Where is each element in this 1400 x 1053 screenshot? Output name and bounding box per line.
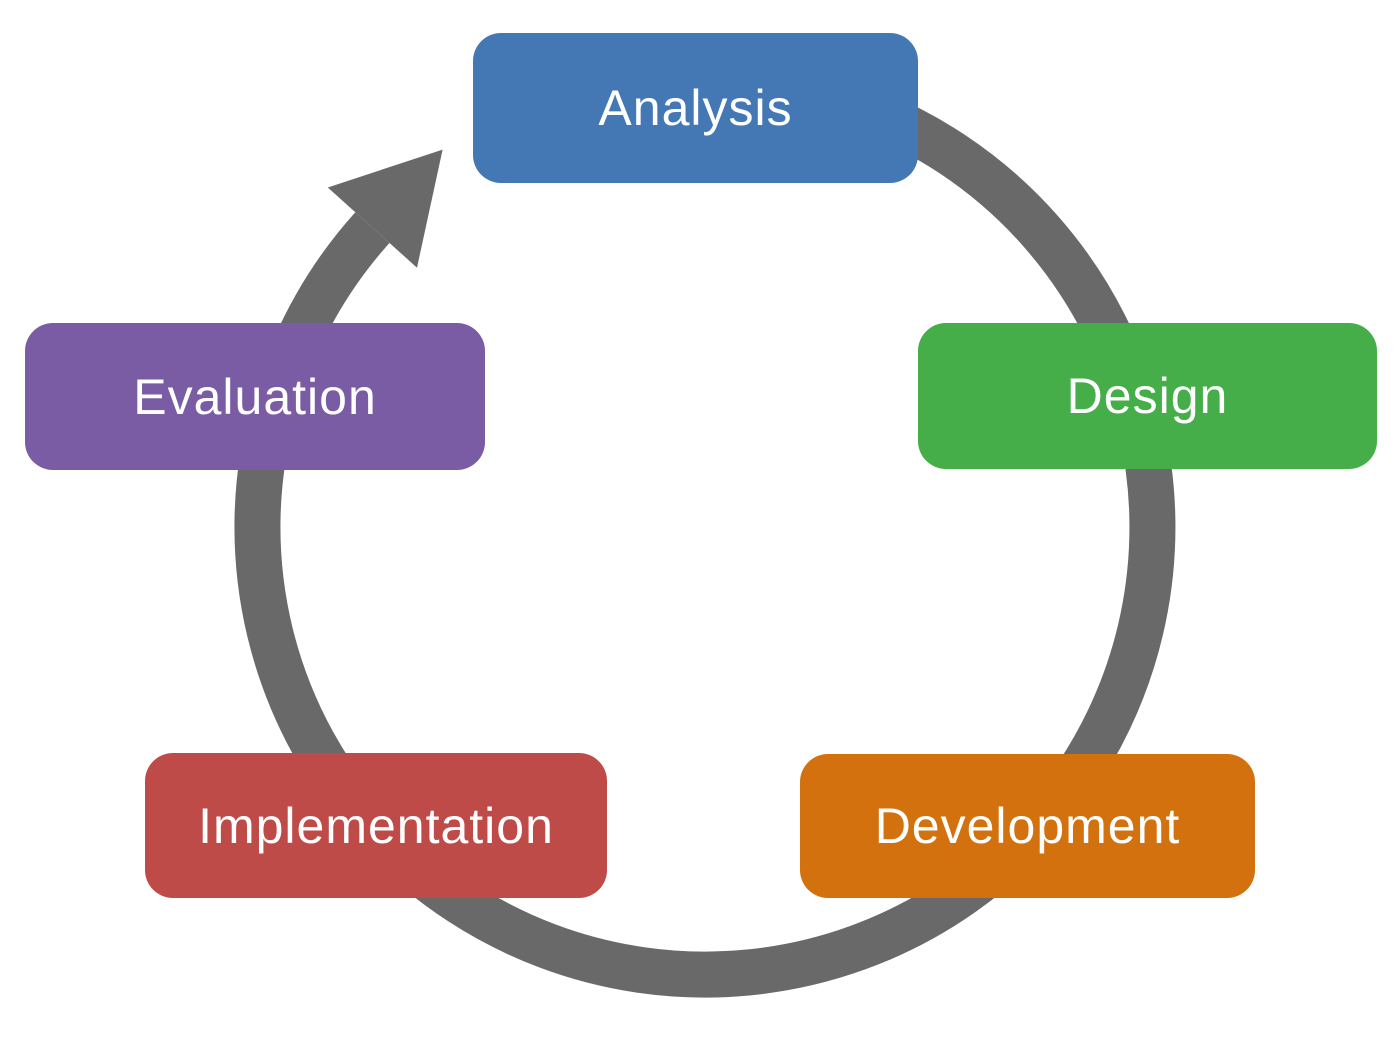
stage-label-analysis: Analysis bbox=[598, 80, 793, 136]
stage-label-development: Development bbox=[874, 798, 1181, 854]
stage-label-evaluation: Evaluation bbox=[133, 368, 377, 425]
stage-box-design: Design bbox=[918, 323, 1377, 469]
stage-label-design: Design bbox=[1066, 368, 1229, 424]
cycle-arrowhead-icon bbox=[327, 149, 443, 268]
stage-label-implementation: Implementation bbox=[198, 797, 554, 854]
stage-box-development: Development bbox=[800, 754, 1255, 898]
stage-box-evaluation: Evaluation bbox=[25, 323, 485, 470]
stage-box-analysis: Analysis bbox=[473, 33, 918, 183]
stage-box-implementation: Implementation bbox=[145, 753, 607, 898]
